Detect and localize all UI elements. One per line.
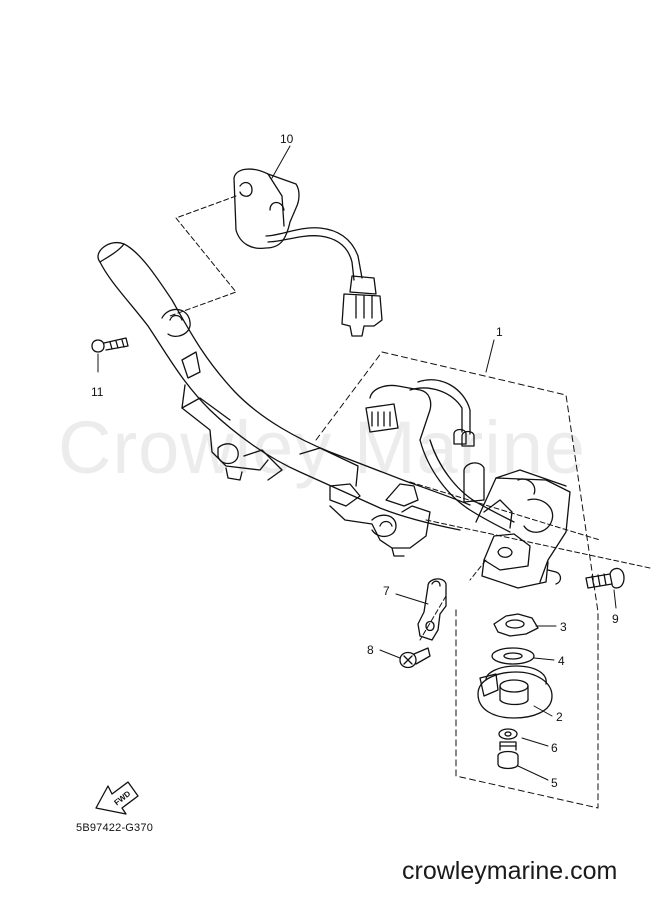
callout-7: 7: [383, 584, 390, 598]
callout-4: 4: [558, 654, 565, 668]
part-9-screw: [585, 567, 625, 589]
callout-10: 10: [280, 132, 294, 146]
callout-2: 2: [556, 710, 563, 724]
callout-8: 8: [367, 643, 374, 657]
callout-9: 9: [612, 612, 619, 626]
part-8-screw: [399, 647, 431, 669]
assembly-1-dashed-frame: [315, 351, 599, 809]
part-7-clamp: [417, 578, 447, 641]
callout-3: 3: [560, 620, 567, 634]
part-10-switch-harness: [233, 168, 383, 337]
callout-11: 11: [91, 385, 104, 399]
footer-website[interactable]: crowleymarine.com: [402, 857, 618, 885]
part-5-bolt: [497, 741, 519, 770]
part-2-cam: [477, 665, 553, 719]
callout-5: 5: [551, 776, 558, 790]
fwd-arrow-icon: FWD: [95, 781, 139, 815]
leader-lines: [97, 145, 617, 781]
drawing-code: 5B97422-G370: [76, 822, 154, 834]
part-11-screw: [91, 337, 129, 353]
steering-handle: [97, 241, 471, 557]
part-6-washer: [498, 728, 518, 740]
reference-dashed-lines: [169, 195, 651, 641]
part-1-assembly: [365, 379, 571, 589]
callout-6: 6: [551, 741, 558, 755]
callout-1: 1: [496, 325, 503, 339]
watermark-text: Crowley Marine: [58, 406, 587, 489]
part-4-washer: [491, 647, 535, 665]
part-3-washer: [493, 613, 539, 637]
callout-labels: 10 11 1 3 4 2 6 5 7 8 9: [91, 132, 619, 790]
